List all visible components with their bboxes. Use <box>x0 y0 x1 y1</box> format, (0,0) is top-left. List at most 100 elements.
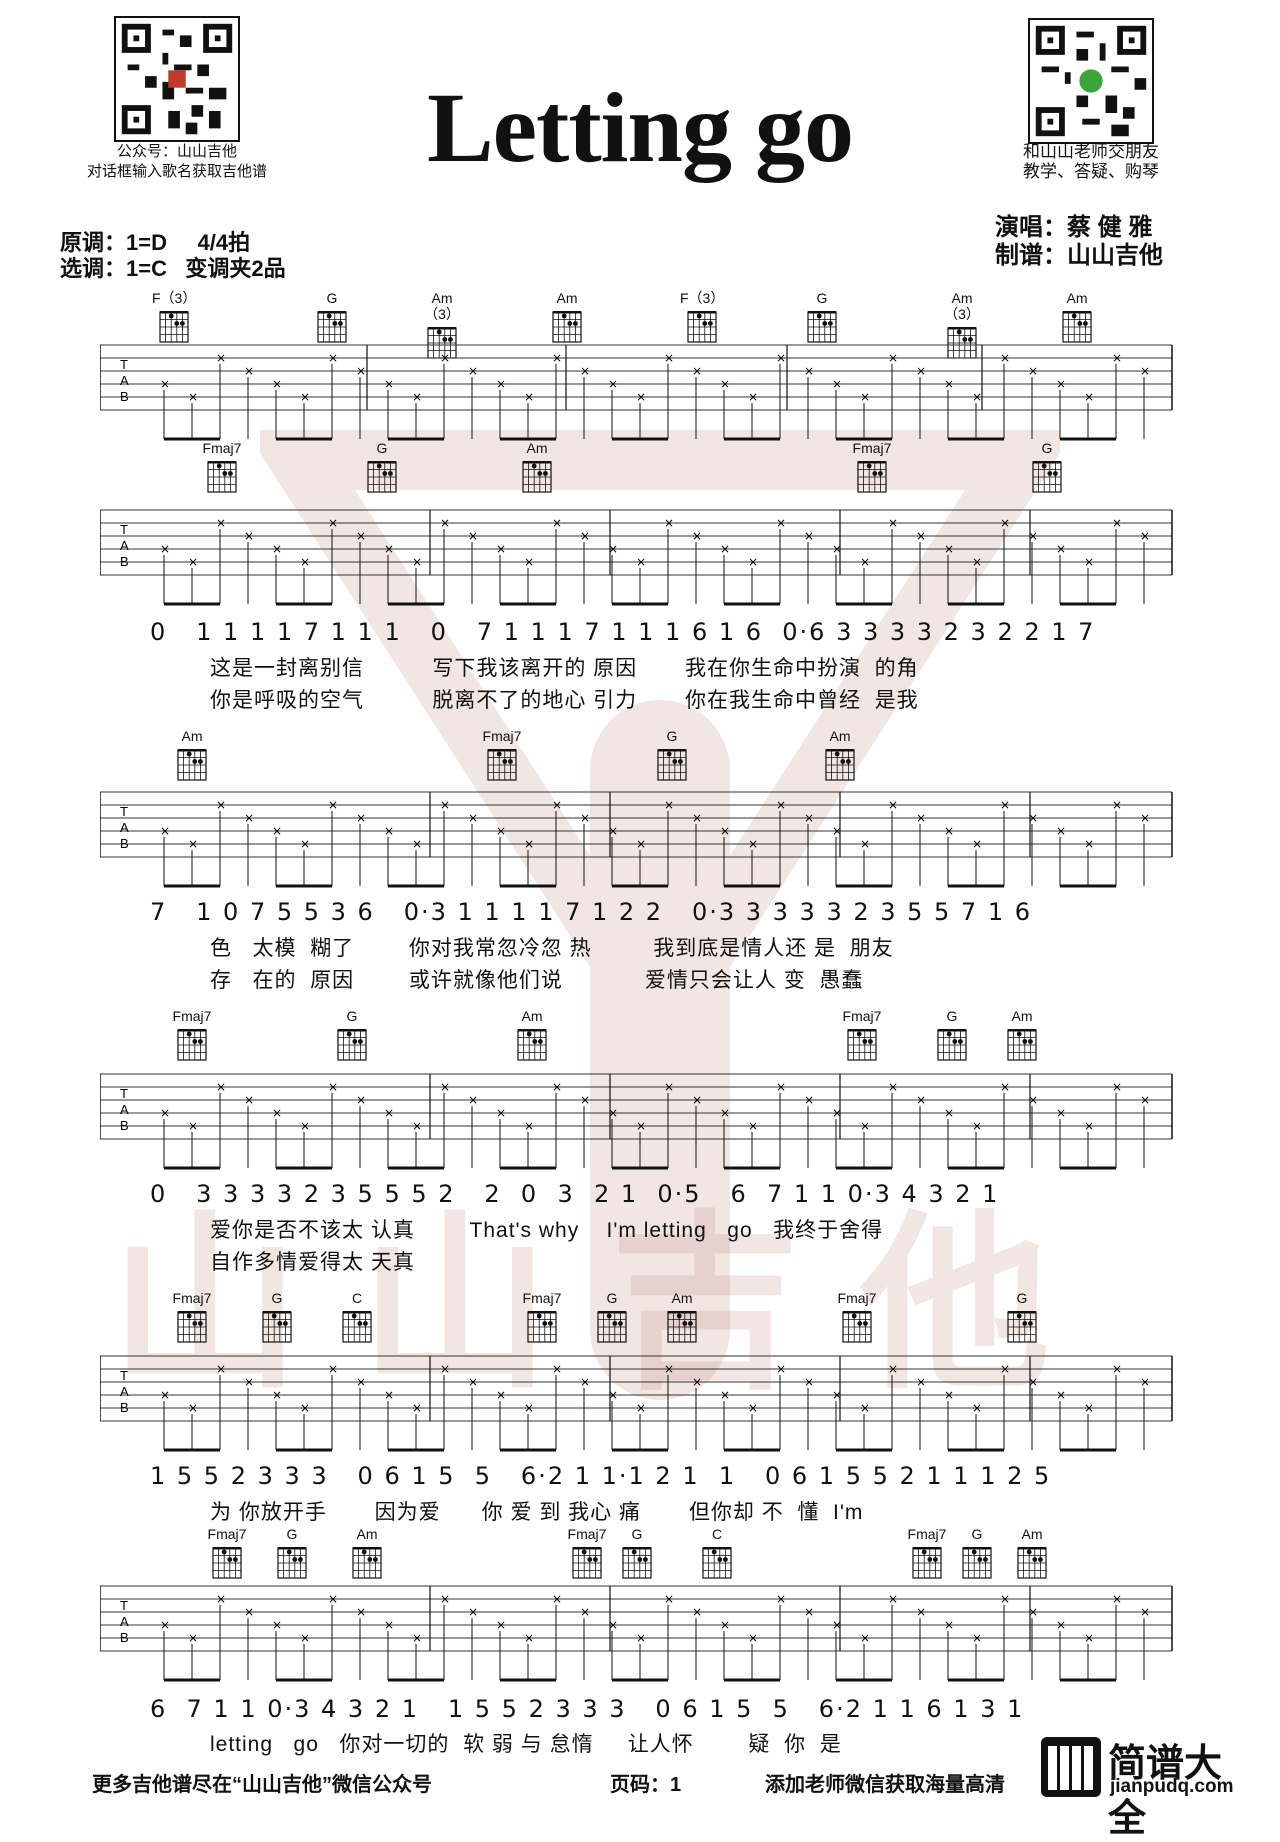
svg-text:×: × <box>328 1592 338 1606</box>
svg-text:×: × <box>832 1618 842 1632</box>
svg-text:×: × <box>468 1093 478 1107</box>
svg-text:×: × <box>916 1375 926 1389</box>
svg-text:×: × <box>776 516 786 530</box>
svg-text:×: × <box>552 798 562 812</box>
chord-name: Am <box>556 290 578 306</box>
svg-text:×: × <box>1084 1401 1094 1415</box>
svg-text:×: × <box>1028 1605 1038 1619</box>
chord-name: F（3） <box>152 290 197 306</box>
svg-text:B: B <box>120 1118 129 1133</box>
qr-code-right[interactable] <box>1028 18 1154 144</box>
svg-text:×: × <box>244 1605 254 1619</box>
lyric-line-1: letting go 你对一切的 软 弱 与 怠惰 让人怀 疑 你 是 <box>210 1733 842 1756</box>
svg-text:×: × <box>608 1618 618 1632</box>
tab-staff: TAB×××××××××××××××××××××××××××××××××××× <box>100 1585 1173 1682</box>
chord-name: G <box>1016 1290 1028 1306</box>
chord-diagram: Fmaj7 <box>850 440 894 499</box>
svg-text:×: × <box>860 390 870 404</box>
chord-grid-icon <box>522 461 552 493</box>
svg-text:T: T <box>120 357 128 372</box>
tab-staff: TAB×××××××××××××××××××××××××××××××××××× <box>100 791 1173 888</box>
svg-text:×: × <box>1084 390 1094 404</box>
chord-diagram: Am <box>1000 1008 1044 1067</box>
svg-text:×: × <box>524 1401 534 1415</box>
svg-text:×: × <box>1140 1605 1150 1619</box>
chord-grid-icon <box>1007 1029 1037 1061</box>
svg-text:×: × <box>300 1631 310 1645</box>
svg-text:×: × <box>300 837 310 851</box>
svg-text:×: × <box>552 1592 562 1606</box>
svg-text:×: × <box>916 364 926 378</box>
chord-grid-icon <box>1007 1311 1037 1343</box>
svg-text:×: × <box>664 1080 674 1094</box>
svg-text:×: × <box>1056 377 1066 391</box>
svg-text:×: × <box>328 798 338 812</box>
page-num: 1 <box>670 1774 682 1796</box>
svg-text:×: × <box>720 377 730 391</box>
svg-text:×: × <box>860 555 870 569</box>
lyric-line-1: 爱你是否不该太 认真 That's why I'm letting go 我终于… <box>210 1219 884 1242</box>
qr-code-left[interactable] <box>114 16 240 142</box>
chord-diagram: G <box>1000 1290 1044 1349</box>
svg-text:×: × <box>468 1375 478 1389</box>
svg-text:×: × <box>608 377 618 391</box>
chord-name: Am <box>1021 1526 1043 1542</box>
chord-name: F（3） <box>680 290 725 306</box>
svg-text:×: × <box>1056 542 1066 556</box>
svg-text:×: × <box>1112 798 1122 812</box>
lyric-line-1: 色 太模 糊了 你对我常忽冷忽 热 我到底是情人还 是 朋友 <box>210 937 894 960</box>
svg-text:×: × <box>216 1592 226 1606</box>
chord-grid-icon <box>572 1547 602 1579</box>
svg-text:×: × <box>216 1362 226 1376</box>
chord-grid-icon <box>842 1311 872 1343</box>
chord-grid-icon <box>527 1311 557 1343</box>
svg-text:×: × <box>1112 1080 1122 1094</box>
svg-text:×: × <box>1140 1093 1150 1107</box>
svg-text:A: A <box>120 1102 129 1117</box>
chord-diagram: G <box>255 1290 299 1349</box>
qr-left-caption: 公众号：山山吉他 对话框输入歌名获取吉他谱 <box>50 142 304 182</box>
chord-diagram: Fmaj7 <box>565 1526 609 1585</box>
svg-text:×: × <box>832 824 842 838</box>
svg-text:×: × <box>328 1080 338 1094</box>
svg-text:×: × <box>972 1401 982 1415</box>
svg-text:×: × <box>328 516 338 530</box>
original-key: 原调：1=D <box>60 230 167 255</box>
svg-text:×: × <box>384 1618 394 1632</box>
svg-text:×: × <box>944 1388 954 1402</box>
chord-grid-icon <box>342 1311 372 1343</box>
svg-text:×: × <box>160 542 170 556</box>
svg-text:×: × <box>1056 1388 1066 1402</box>
tab-staff: TAB×××××××××××××××××××××××××××××××××××× <box>100 509 1173 606</box>
chord-name: Fmaj7 <box>172 1290 212 1306</box>
chord-grid-icon <box>352 1547 382 1579</box>
chord-grid-icon <box>552 311 582 343</box>
chord-diagram: Fmaj7 <box>905 1526 949 1585</box>
chord-name: Fmaj7 <box>482 728 522 744</box>
svg-text:×: × <box>916 1093 926 1107</box>
svg-text:×: × <box>552 1080 562 1094</box>
svg-text:×: × <box>356 1093 366 1107</box>
chord-diagram: Fmaj7 <box>835 1290 879 1349</box>
svg-text:×: × <box>160 1618 170 1632</box>
chord-name: G <box>326 290 338 306</box>
key-info: 原调：1=D 4/4拍 选调：1=C 变调夹2品 <box>60 230 286 282</box>
svg-text:×: × <box>776 798 786 812</box>
svg-text:×: × <box>636 1119 646 1133</box>
svg-text:×: × <box>496 824 506 838</box>
svg-text:×: × <box>1112 1592 1122 1606</box>
svg-text:×: × <box>580 364 590 378</box>
brand-logo[interactable]: 简谱大全 jianpudq.com <box>1038 1730 1252 1840</box>
svg-text:×: × <box>440 1362 450 1376</box>
svg-text:×: × <box>860 1631 870 1645</box>
svg-text:×: × <box>636 390 646 404</box>
svg-text:×: × <box>720 1106 730 1120</box>
chord-grid-icon <box>622 1547 652 1579</box>
lyric-line-1: 这是一封离别信 写下我该离开的 原因 我在你生命中扮演 的角 <box>210 657 919 680</box>
arranger-label: 制谱： <box>995 242 1067 269</box>
chord-grid-icon <box>857 461 887 493</box>
song-title: Letting go <box>426 72 854 183</box>
svg-text:×: × <box>356 1375 366 1389</box>
svg-text:×: × <box>944 542 954 556</box>
chord-grid-icon <box>687 311 717 343</box>
